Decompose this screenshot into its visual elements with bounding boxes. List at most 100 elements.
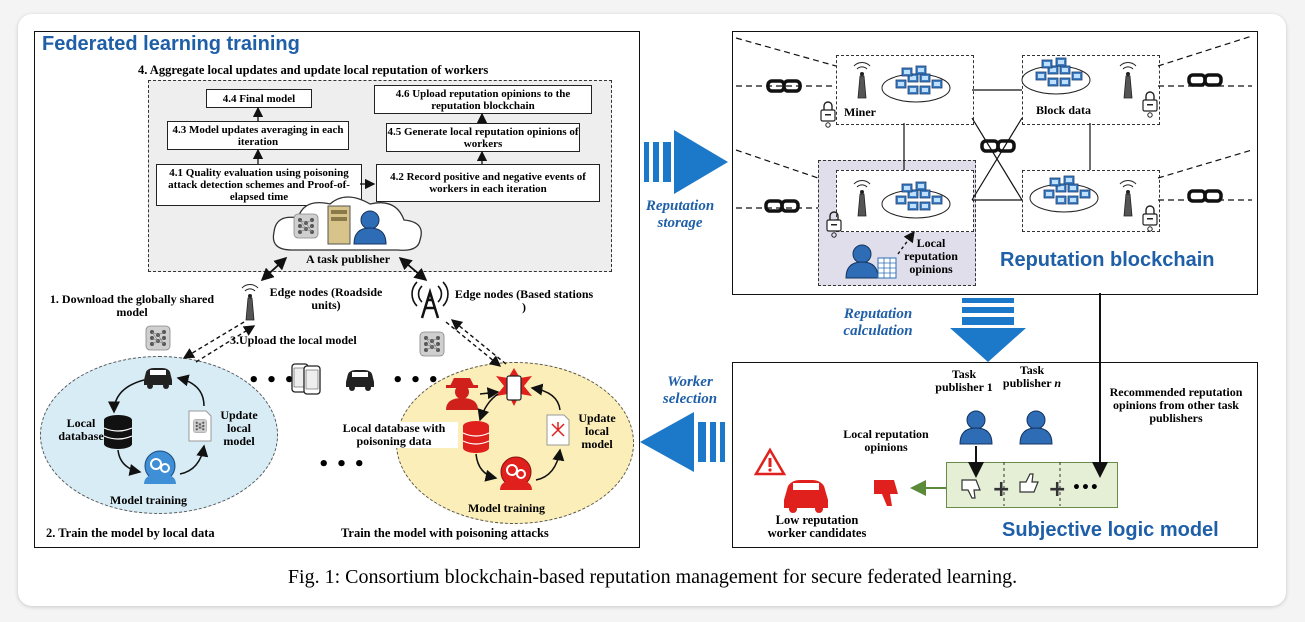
lock-icon [826,211,842,238]
worker-selection-arrow [640,412,725,472]
node3-antenna-icon [853,180,871,217]
worker-car-icon [144,368,172,389]
car-icon-mid [346,370,374,391]
attacker-icon [446,378,478,410]
reputation-storage-arrow [644,130,728,194]
chain-link-icon [1187,189,1223,203]
model-training-2-label: Model training [468,501,545,515]
block-cluster-icon [1022,58,1090,94]
warning-icon [753,447,787,476]
federated-title: Federated learning training [42,33,300,55]
task-publisher-n-label: Task publisher n [1000,364,1064,390]
update-local-model-2-label: Update local model [578,411,616,451]
tpn-n: n [1054,376,1062,390]
step-4-1: 4.1 Quality evaluation using poisoning a… [156,164,362,206]
figure-caption: Fig. 1: Consortium blockchain-based repu… [287,566,1018,588]
cycle-db-training [117,449,142,476]
low-rep-car-icon [784,480,828,513]
phone-to-db [477,393,499,422]
download-arrow-left [182,321,245,359]
attacker-to-phone [479,387,500,400]
miner-label: Miner [844,105,876,119]
local-publisher-icon [845,244,879,279]
local-opinions-node-label: Local reputation opinions [904,236,958,276]
network-lines [903,89,1091,201]
chain-link-icon [766,79,802,93]
blockchain-title: Reputation blockchain [1000,249,1215,271]
poison-database-icon [462,421,490,453]
chain-link-icon [764,199,800,213]
arrow-rsu-publisher [261,256,288,281]
plus-icon: + [992,477,1010,502]
lock-icon [1142,205,1158,232]
task-publisher-n-icon [1019,410,1053,445]
arrow-bs-publisher [398,256,427,281]
update-to-phone [530,383,561,411]
recommended-label: Recommended reputation opinions from oth… [1109,385,1243,425]
subjective-logic-panel [732,362,1258,548]
block-data-box [1022,55,1160,125]
task-publisher-1-icon [959,410,993,445]
poison-update-model-icon [546,414,570,446]
local-db-poison-label: Local database with poisoning data [330,422,458,448]
step-4-5: 4.5 Generate local reputation opinions o… [386,123,580,152]
thumbs-down-icon [961,479,981,499]
database-icon [103,415,133,449]
plus-icon: + [1048,477,1066,502]
opinion-upload-arrow [897,230,915,255]
upload-arrow-left [195,325,256,363]
update-model-icon [188,410,212,442]
low-reputation-label: Low reputation worker candidates [767,513,867,540]
cycle-training-update [179,444,209,475]
local-opinions-label: Local reputation opinions [843,427,929,454]
block-data-label: Block data [1036,103,1092,117]
miner-antenna-icon [853,62,871,99]
opinion-dots: ••• [1072,480,1099,496]
cycle-update-car [176,374,205,407]
phone-icon-2 [303,365,321,395]
nn-upload-icon [419,331,445,357]
thumbs-up-icon [1019,473,1039,493]
rsu-antenna-icon [241,284,259,321]
node3-cluster-icon [882,182,950,218]
train-poison-label: Train the model with poisoning attacks [341,526,549,540]
miner-cluster-icon [882,66,950,102]
reputation-calculation-arrow [950,298,1026,362]
edge-bs-label: Edge nodes (Based stations ) [454,287,594,314]
bs-tower-icon [411,281,449,319]
tpn-prefix: Task publisher [1002,363,1055,390]
node4-cluster-icon [1030,176,1098,212]
opinion-table-icon [877,257,897,279]
upload-arrow-right [450,319,507,365]
lock-icon [820,101,836,128]
training-to-update [535,448,565,481]
subjective-title: Subjective logic model [1002,519,1219,541]
step-4-2: 4.2 Record positive and negative events … [376,164,600,202]
red-thumbs-down-icon [874,480,898,506]
reputation-calculation-label: Reputation calculation [843,306,913,339]
node-box-4 [1022,170,1160,232]
opinion-bar-dividers [1003,462,1061,506]
task-publisher-label: A task publisher [306,252,391,266]
update-local-model-label: Update local model [220,408,258,448]
download-label: 1. Download the globally shared model [49,292,215,319]
upload-label: 3.Upload the local model [230,333,357,347]
reputation-storage-label: Reputation storage [645,198,715,231]
dots-right: • • • [392,370,439,391]
dots-left: • • • [248,370,295,391]
model-training-label: Model training [110,493,187,507]
cycle-car-db [108,379,145,414]
edge-rsu-label: Edge nodes (Roadside units) [269,285,383,312]
step-4-6: 4.6 Upload reputation opinions to the re… [374,85,592,114]
poison-training-icon [500,456,532,490]
download-arrow-right [445,321,502,367]
task-publisher-1-label: Task publisher 1 [935,367,993,394]
model-training-icon [144,450,176,484]
node4-antenna-icon [1119,180,1137,217]
nn-publisher-icon [293,213,319,239]
db-to-training [475,453,498,482]
worker-selection-label: Worker selection [662,374,718,407]
dots-bottom: • • • [318,454,365,475]
server-publisher-icon [327,205,351,245]
